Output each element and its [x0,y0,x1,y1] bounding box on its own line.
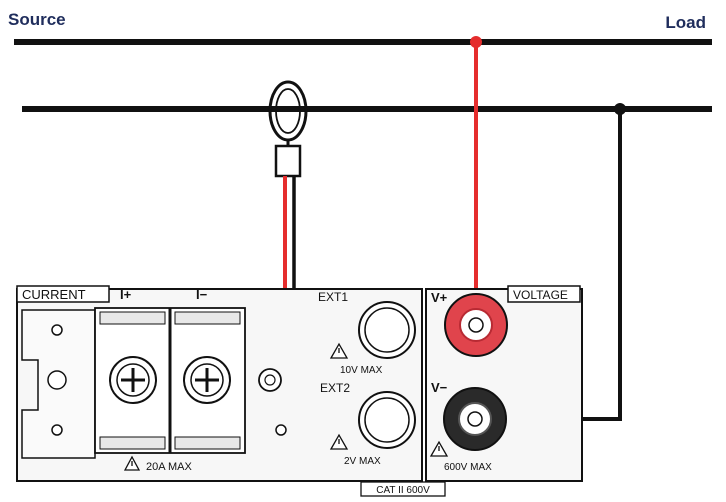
i-plus-label: I+ [120,287,132,302]
warning-triangle-icon [123,455,141,471]
mounting-hole [275,424,287,436]
bracket-hole-top [51,324,63,336]
v-plus-label: V+ [431,290,448,305]
ext2-limit-text: 2V MAX [344,456,381,467]
voltage-input-panel: VOLTAGE V+ V− 600V MAX [425,285,583,482]
ext1-bnc-connector[interactable] [358,301,416,359]
current-limit-text: 20A MAX [146,461,193,473]
v-minus-terminal[interactable] [443,387,507,451]
bracket-hole-middle [47,370,67,390]
ext1-label: EXT1 [318,290,348,304]
warning-triangle-icon [329,433,349,450]
load-label: Load [665,13,706,32]
v-minus-label: V− [431,380,448,395]
bracket-hole-bottom [51,424,63,436]
voltage-tag: VOLTAGE [513,288,568,302]
screw-terminal-icon[interactable] [109,356,157,404]
junction-dot-negative [614,103,626,115]
warning-triangle-icon [429,440,449,457]
i-minus-label: I− [196,287,208,302]
cat-rating-badge [360,481,446,497]
current-input-panel: CURRENT I+ I− [16,285,423,482]
ext2-label: EXT2 [320,381,350,395]
screw-terminal-icon[interactable] [183,356,231,404]
voltage-limit-text: 600V MAX [444,462,492,473]
current-tag: CURRENT [22,287,86,302]
v-plus-terminal[interactable] [444,293,508,357]
ext1-limit-text: 10V MAX [340,365,383,376]
junction-dot-positive [470,36,482,48]
cat-rating-text: CAT II 600V [376,485,430,496]
current-clamp-icon [268,80,308,178]
ext2-bnc-connector[interactable] [358,391,416,449]
source-label: Source [8,10,66,29]
warning-triangle-icon [329,342,349,359]
